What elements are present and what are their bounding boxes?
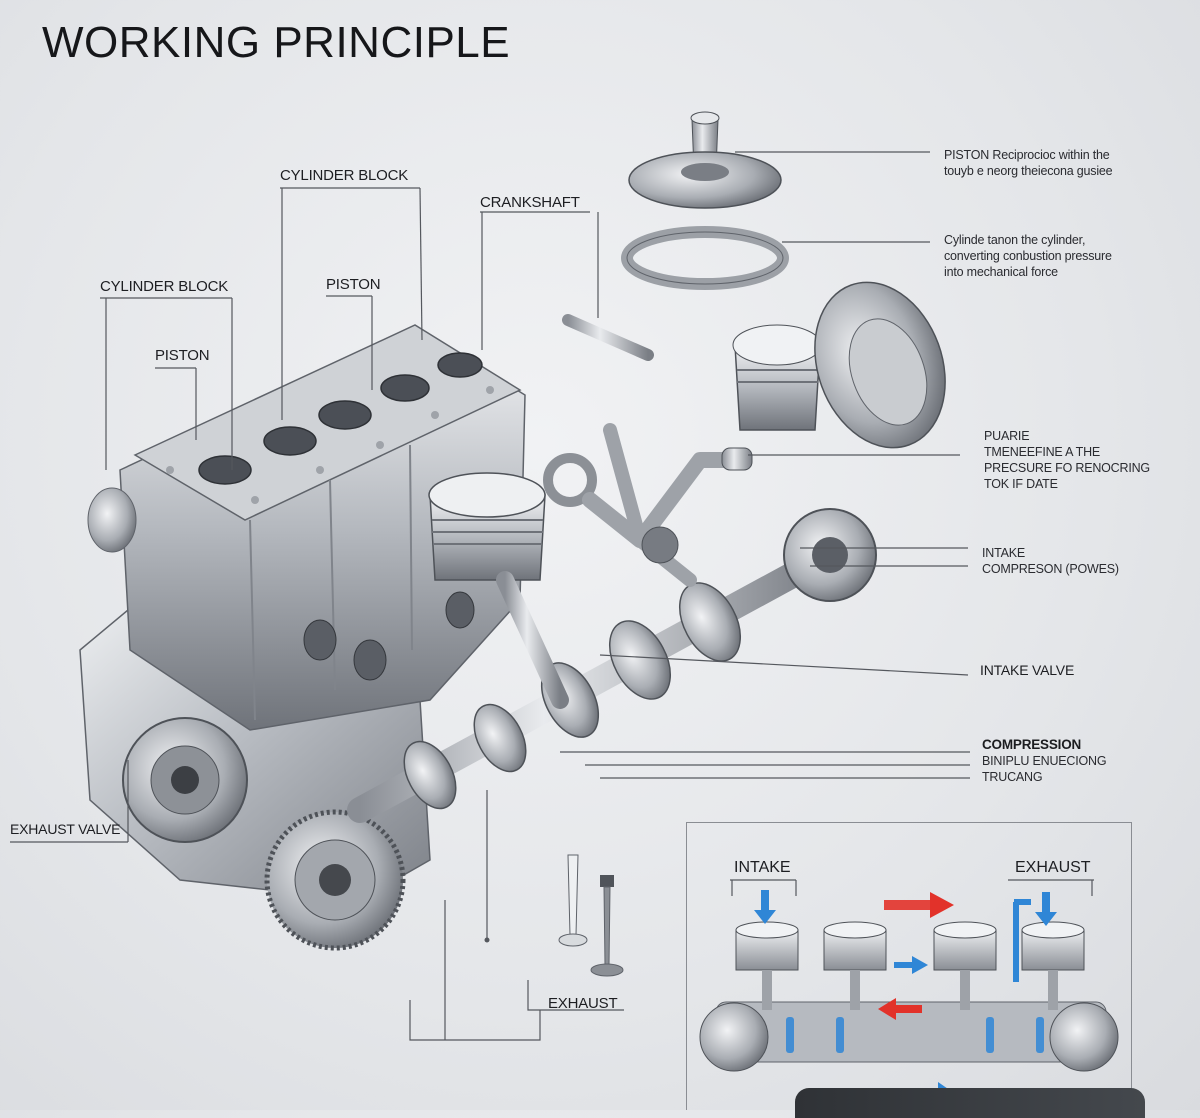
- valve-illustration: [558, 854, 624, 977]
- label-crankshaft: CRANKSHAFT: [480, 194, 580, 211]
- down-arrow-blue-exhaust: [1012, 891, 1057, 982]
- label-intake-valve: INTAKE VALVE: [980, 662, 1075, 678]
- down-arrow-blue-intake: [753, 889, 776, 924]
- label-cylinder-block-top: CYLINDER BLOCK: [280, 167, 409, 184]
- right-arrow-red-top: [883, 891, 954, 918]
- piston-ring-illustration: [562, 111, 946, 449]
- right-arrow-blue-mid: [893, 955, 928, 974]
- leader-lines: [10, 151, 970, 1041]
- blue-bearing-marks: [785, 1016, 1044, 1053]
- label-piston-left: PISTON: [155, 347, 210, 364]
- label-cylinder-block-left: CYLINDER BLOCK: [100, 278, 229, 295]
- piston-illustration: [428, 472, 569, 709]
- inset-label-intake: INTAKE: [734, 859, 791, 876]
- label-piston-mid: PISTON: [326, 276, 381, 293]
- bottom-overlay-bar: [795, 1088, 1145, 1118]
- connecting-rod-illustration: [543, 423, 753, 587]
- label-exhaust: EXHAUST: [548, 995, 618, 1012]
- left-arrow-red-mid: [877, 997, 922, 1020]
- label-exhaust-valve: EXHAUST VALVE: [10, 821, 121, 837]
- inset-pistons: [735, 921, 1084, 1010]
- note-cylinder: Cylinde tanon the cylinder,converting co…: [944, 233, 1112, 279]
- inset-label-exhaust: EXHAUST: [1015, 859, 1091, 876]
- flywheel-illustration: [122, 717, 406, 951]
- page-title: WORKING PRINCIPLE: [42, 18, 511, 67]
- stroke-cycle-inset: INTAKE EXHAUST: [686, 822, 1132, 1110]
- stroke-cycle-illustration: [699, 878, 1118, 1104]
